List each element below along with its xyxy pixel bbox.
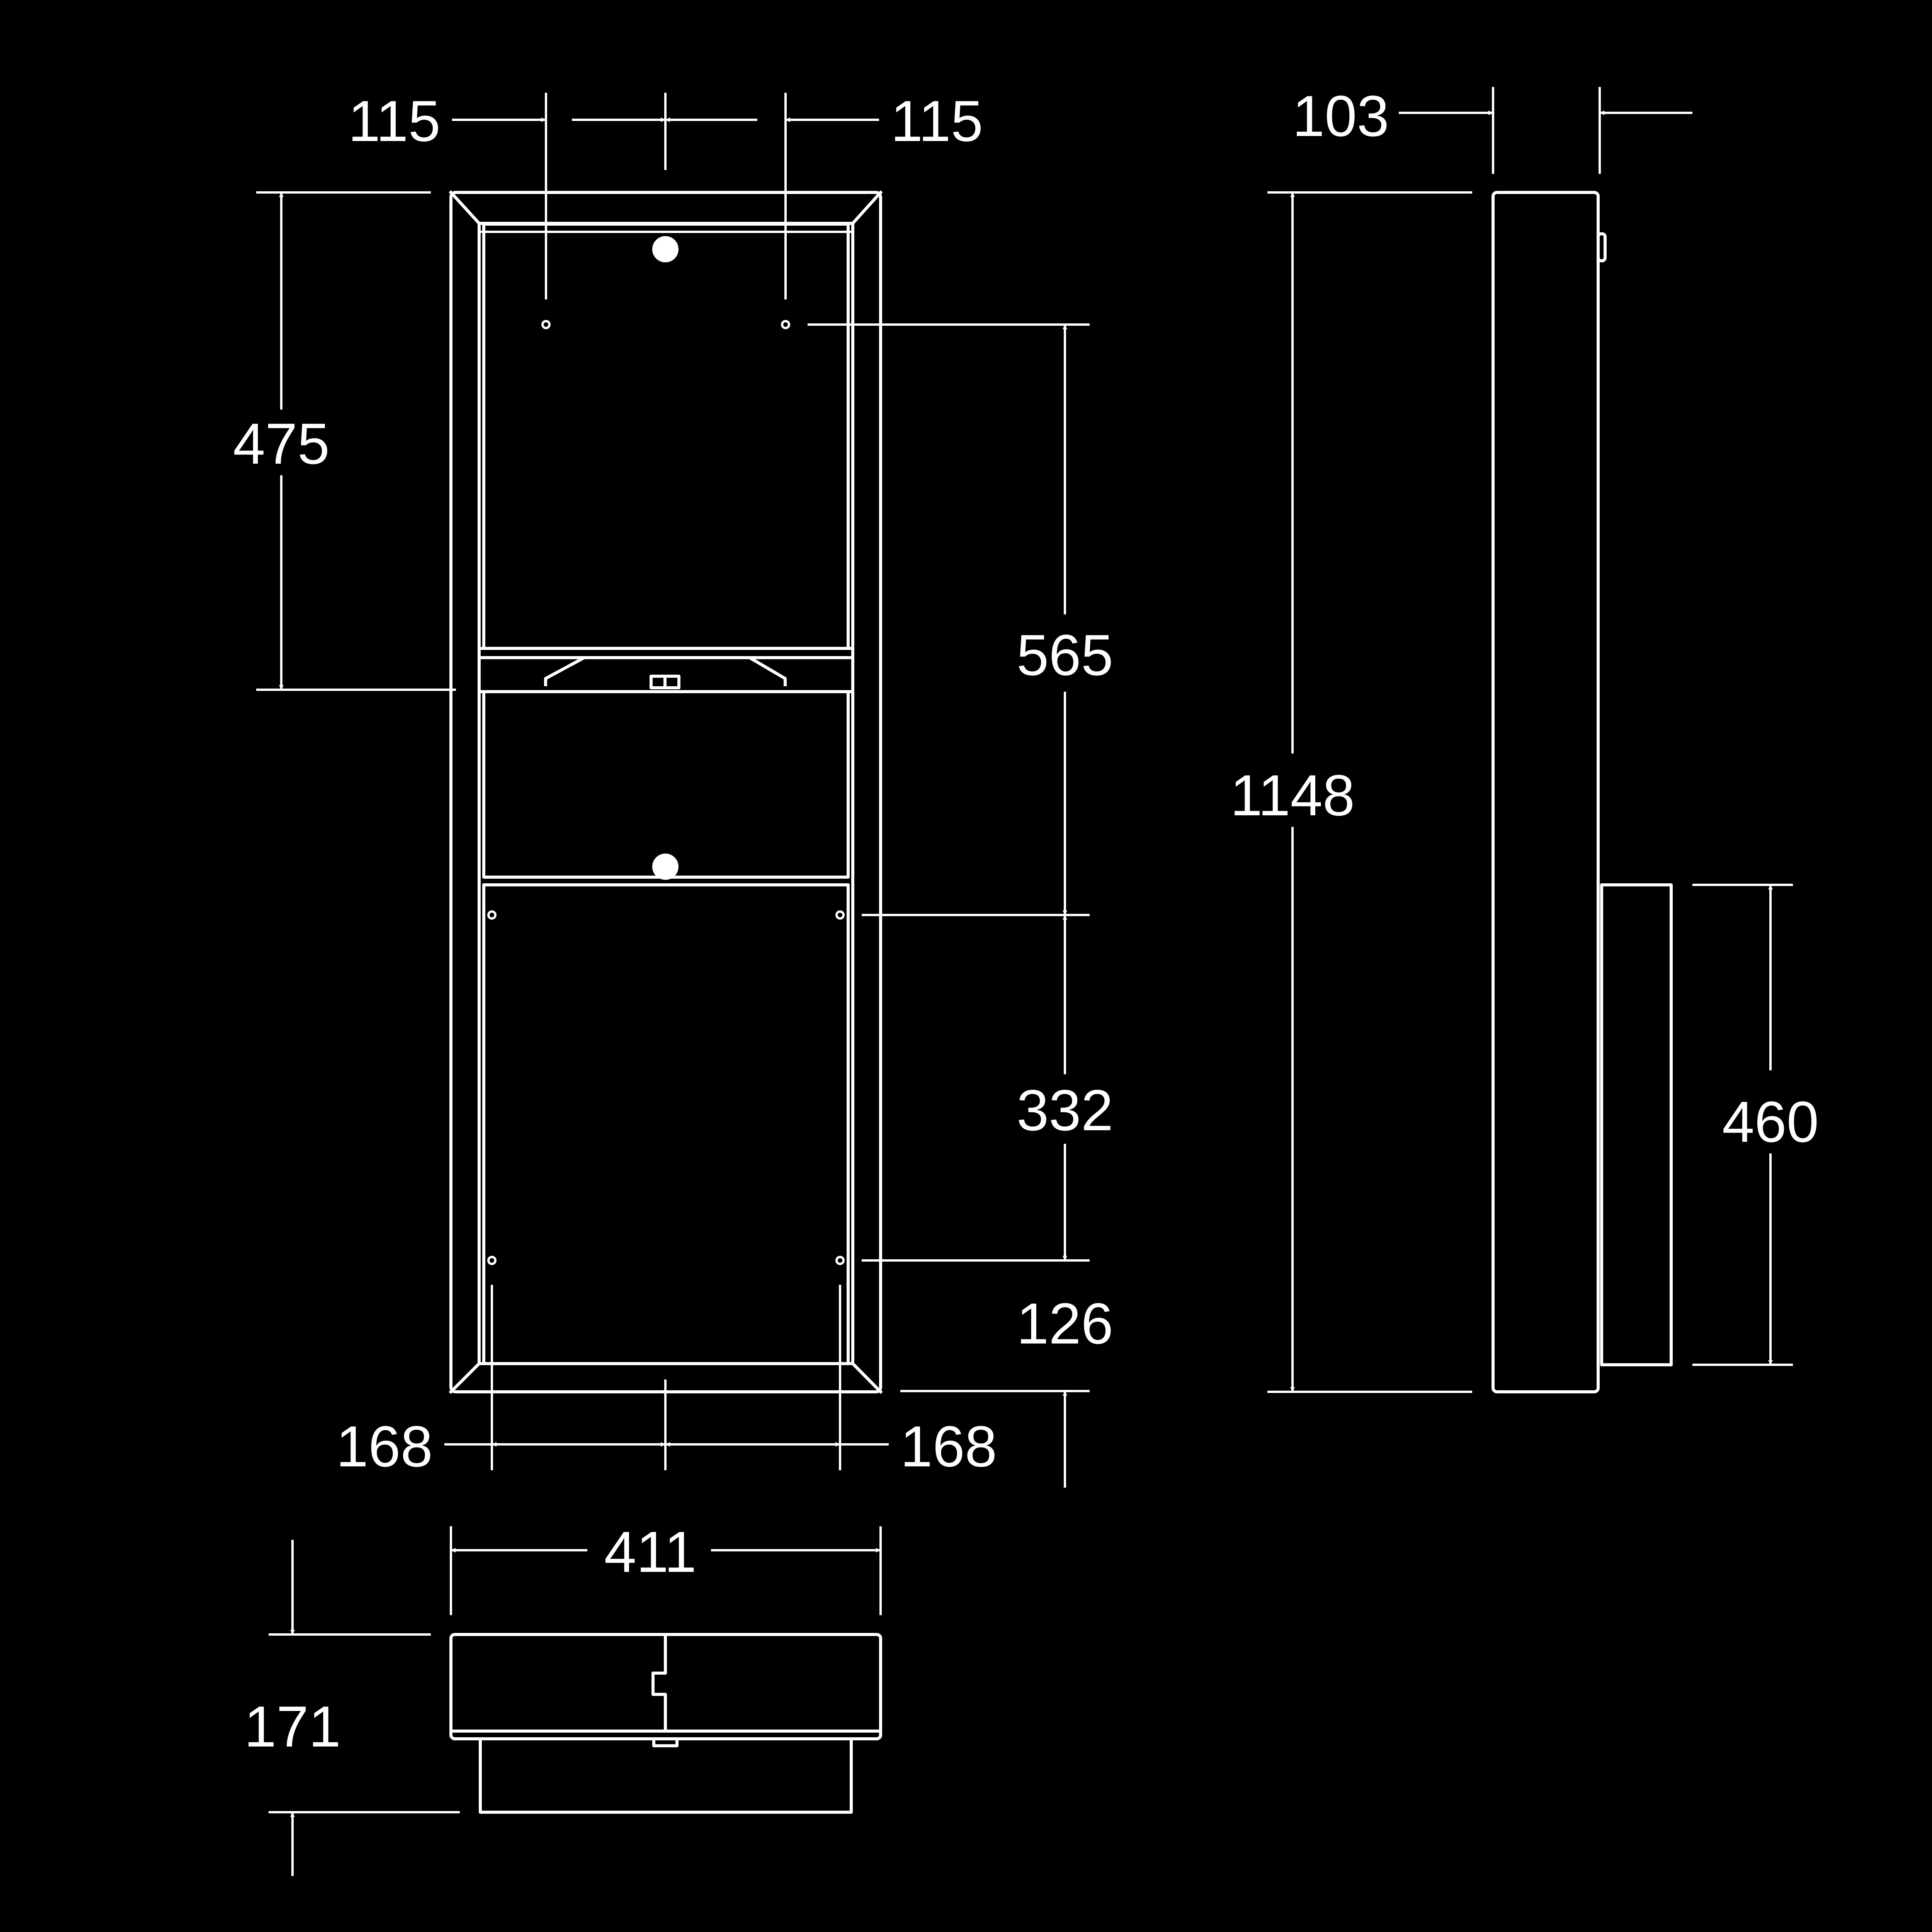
front-outer-frame xyxy=(449,191,882,1393)
dim-total-height-label: 1148 xyxy=(1230,763,1355,828)
frame-corner-tl xyxy=(449,190,481,226)
dim-upper-height-label: 475 xyxy=(233,411,330,476)
side-lock-knob xyxy=(1597,232,1607,262)
dim-top-left-label: 115 xyxy=(348,88,440,153)
frame-corner-tr xyxy=(850,190,883,226)
dim-overall-width-label: 411 xyxy=(604,1519,696,1584)
dim-bin-height-label: 460 xyxy=(1722,1089,1819,1154)
dim-plan-depth-label: 171 xyxy=(244,1694,341,1759)
plan-bin xyxy=(479,1737,853,1814)
lower-lock-icon xyxy=(652,854,679,880)
dim-top-right-label: 115 xyxy=(891,88,983,153)
dim-upper-fixing-label: 565 xyxy=(1017,622,1113,687)
dim-bottom-left-label: 168 xyxy=(336,1414,433,1479)
plan-lock xyxy=(651,1633,667,1733)
fixing-hole-mid-left-icon xyxy=(487,910,497,920)
waste-opening xyxy=(482,690,850,879)
dim-side-depth: 103 xyxy=(1293,83,1692,174)
dim-plan-depth: 171 xyxy=(244,1540,460,1876)
fixing-hole-upper-left-icon xyxy=(541,320,551,329)
dim-bottom-offsets: 168 168 xyxy=(336,1285,997,1479)
dim-fixing-spacing: 565 332 126 xyxy=(808,323,1113,1488)
dim-lower-fixing-label: 332 xyxy=(1017,1078,1113,1143)
dim-overall-width: 411 xyxy=(450,1519,882,1615)
frame-corner-bl xyxy=(449,1361,481,1394)
frame-corner-br xyxy=(850,1361,883,1394)
fixing-hole-mid-right-icon xyxy=(835,910,845,920)
towel-slot xyxy=(478,647,854,693)
fixing-hole-low-right-icon xyxy=(835,1256,845,1265)
side-view xyxy=(1492,191,1673,1393)
plan-view xyxy=(449,1633,882,1814)
dim-side-depth-label: 103 xyxy=(1293,83,1389,148)
fixing-hole-upper-right-icon xyxy=(781,320,790,329)
dim-bin-height: 460 xyxy=(1692,884,1819,1366)
lower-compartment xyxy=(482,883,850,1365)
side-bin xyxy=(1600,883,1673,1366)
fixing-hole-low-left-icon xyxy=(487,1256,497,1265)
front-inner-frame xyxy=(478,222,854,1365)
upper-lock-icon xyxy=(652,236,679,262)
front-view xyxy=(449,190,883,1394)
dim-bottom-right-label: 168 xyxy=(900,1414,997,1479)
side-body xyxy=(1492,191,1600,1393)
upper-compartment xyxy=(482,223,850,650)
dim-bottom-fixing-label: 126 xyxy=(1017,1291,1113,1356)
dim-upper-height: 475 xyxy=(233,191,456,691)
dim-total-height: 1148 xyxy=(1230,191,1472,1393)
dim-top-offsets: 115 115 xyxy=(348,88,983,299)
